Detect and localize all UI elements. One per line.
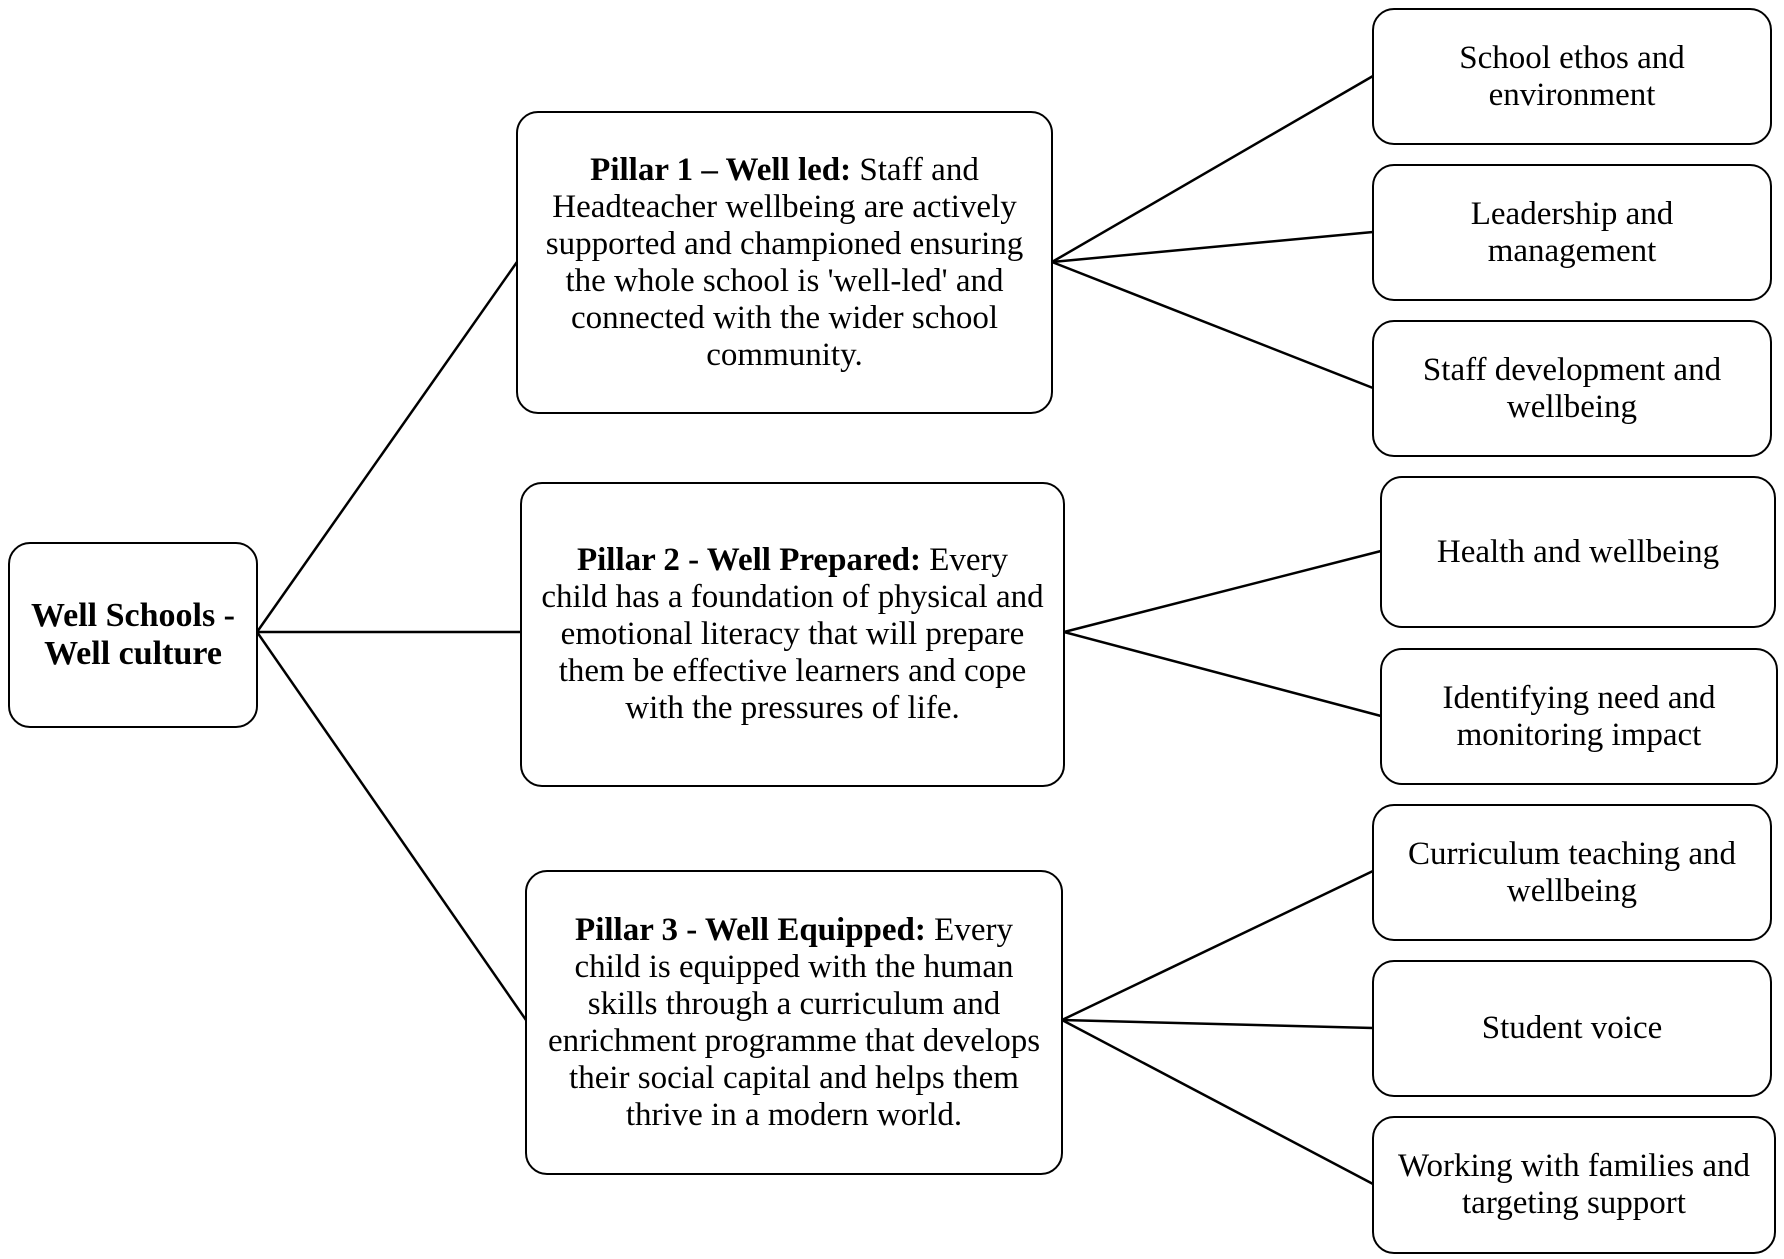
pillar-3-text: Pillar 3 - Well Equipped: Every child is… [545, 912, 1043, 1134]
pillar-3-node: Pillar 3 - Well Equipped: Every child is… [525, 870, 1063, 1175]
leaf-curriculum-label: Curriculum teaching and wellbeing [1407, 835, 1737, 909]
leaf-staff-development-label: Staff development and wellbeing [1422, 351, 1722, 425]
pillar-2-description: Every child has a foundation of physical… [541, 542, 1044, 726]
root-node-label: Well Schools - Well culture [30, 597, 236, 672]
leaf-identifying-need-label: Identifying need and monitoring impact [1442, 679, 1716, 753]
connector-pillar-3-leaf-2 [1061, 1018, 1374, 1030]
pillar-1-node: Pillar 1 – Well led: Staff and Headteach… [516, 111, 1053, 414]
connector-pillar-3-leaf-1 [1061, 869, 1374, 1022]
leaf-leadership: Leadership and management [1372, 164, 1772, 301]
connector-pillar-3-leaf-3 [1061, 1018, 1374, 1186]
leaf-identifying-need: Identifying need and monitoring impact [1380, 648, 1778, 785]
pillar-3-description: Every child is equipped with the human s… [547, 911, 1041, 1133]
leaf-health-wellbeing-label: Health and wellbeing [1436, 533, 1720, 570]
root-node: Well Schools - Well culture [8, 542, 258, 728]
connector-pillar-1-leaf-2 [1051, 230, 1374, 264]
connector-pillar-2-leaf-2 [1063, 630, 1382, 718]
connector-pillar-1-leaf-1 [1051, 74, 1374, 264]
pillar-2-heading: Pillar 2 - Well Prepared: [576, 542, 921, 578]
pillar-1-description: Staff and Headteacher wellbeing are acti… [545, 151, 1024, 373]
leaf-curriculum: Curriculum teaching and wellbeing [1372, 804, 1772, 941]
pillar-2-text: Pillar 2 - Well Prepared: Every child ha… [540, 542, 1045, 727]
pillar-3-heading: Pillar 3 - Well Equipped: [575, 911, 926, 948]
leaf-health-wellbeing: Health and wellbeing [1380, 476, 1776, 628]
pillar-1-heading: Pillar 1 – Well led: [590, 151, 852, 188]
leaf-student-voice: Student voice [1372, 960, 1772, 1097]
pillar-1-text: Pillar 1 – Well led: Staff and Headteach… [536, 152, 1033, 374]
connector-pillar-1-leaf-3 [1051, 260, 1374, 390]
pillar-2-node: Pillar 2 - Well Prepared: Every child ha… [520, 482, 1065, 787]
leaf-staff-development: Staff development and wellbeing [1372, 320, 1772, 457]
leaf-school-ethos-label: School ethos and environment [1459, 39, 1685, 113]
leaf-leadership-label: Leadership and management [1470, 195, 1674, 269]
connector-root-pillar-1 [255, 261, 519, 633]
connector-pillar-2-leaf-1 [1063, 549, 1382, 634]
leaf-working-families: Working with families and targeting supp… [1372, 1116, 1776, 1254]
leaf-school-ethos: School ethos and environment [1372, 8, 1772, 145]
connector-root-pillar-3 [255, 631, 528, 1021]
leaf-student-voice-label: Student voice [1481, 1010, 1663, 1046]
leaf-working-families-label: Working with families and targeting supp… [1397, 1148, 1751, 1221]
